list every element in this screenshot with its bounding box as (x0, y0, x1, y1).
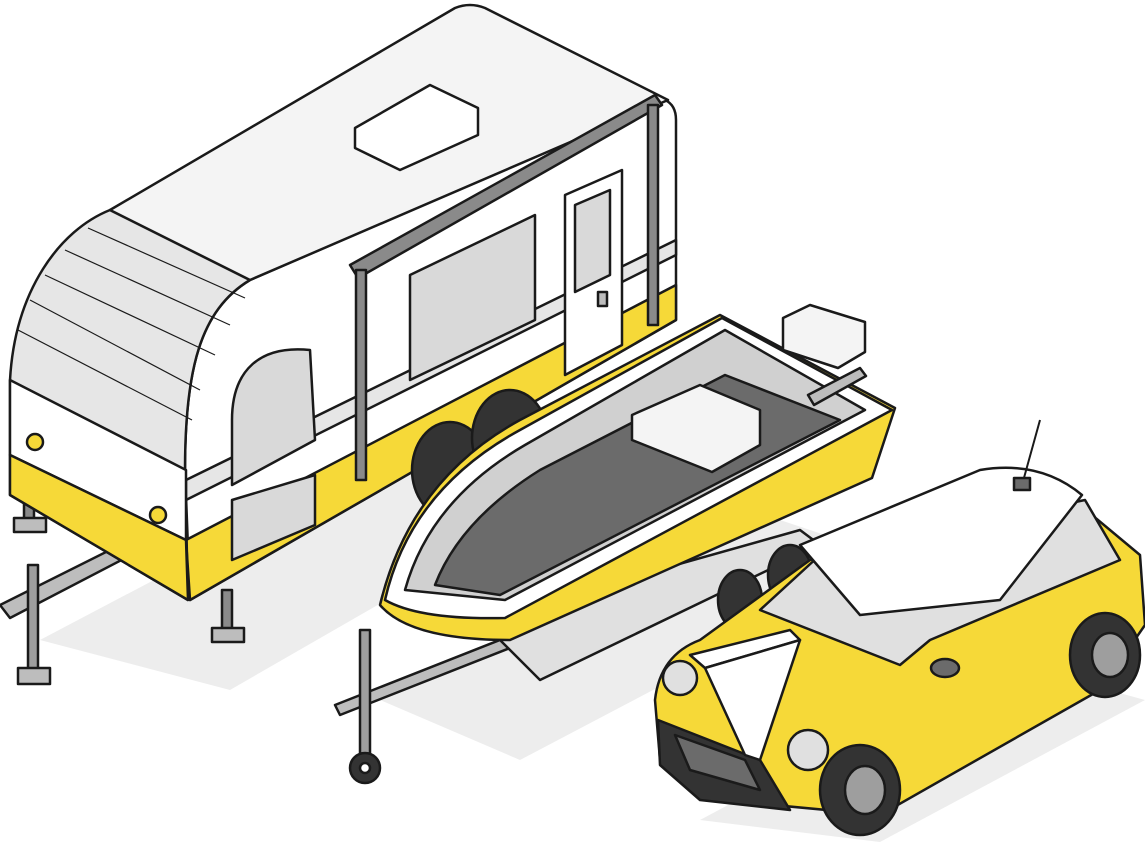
camper-awning (348, 93, 664, 482)
camper-light (148, 505, 168, 525)
boat-tiller (806, 366, 868, 407)
boat-motor (781, 303, 867, 370)
roof-vent (353, 83, 480, 172)
camper-front-lines (17, 227, 246, 421)
camper-light (25, 432, 45, 452)
camper-side-window (408, 213, 537, 382)
car-stripes (688, 628, 802, 762)
boat-seat (630, 383, 762, 474)
boat (378, 303, 897, 642)
boat-trailer (333, 528, 822, 785)
camper-door-handle (596, 290, 609, 308)
car-mirror (929, 657, 961, 679)
camper-door-window (573, 188, 612, 294)
camper-front-hatch (230, 473, 317, 562)
camper-front-yellow-band (8, 453, 190, 602)
camper-front-window (230, 348, 317, 487)
car-headlight (786, 728, 830, 772)
car-grille (673, 733, 762, 792)
camper-trailer (0, 3, 678, 686)
car-antenna (1021, 419, 1041, 486)
car (653, 419, 1145, 837)
car-headlight (661, 659, 699, 697)
car-roof (798, 466, 1084, 617)
